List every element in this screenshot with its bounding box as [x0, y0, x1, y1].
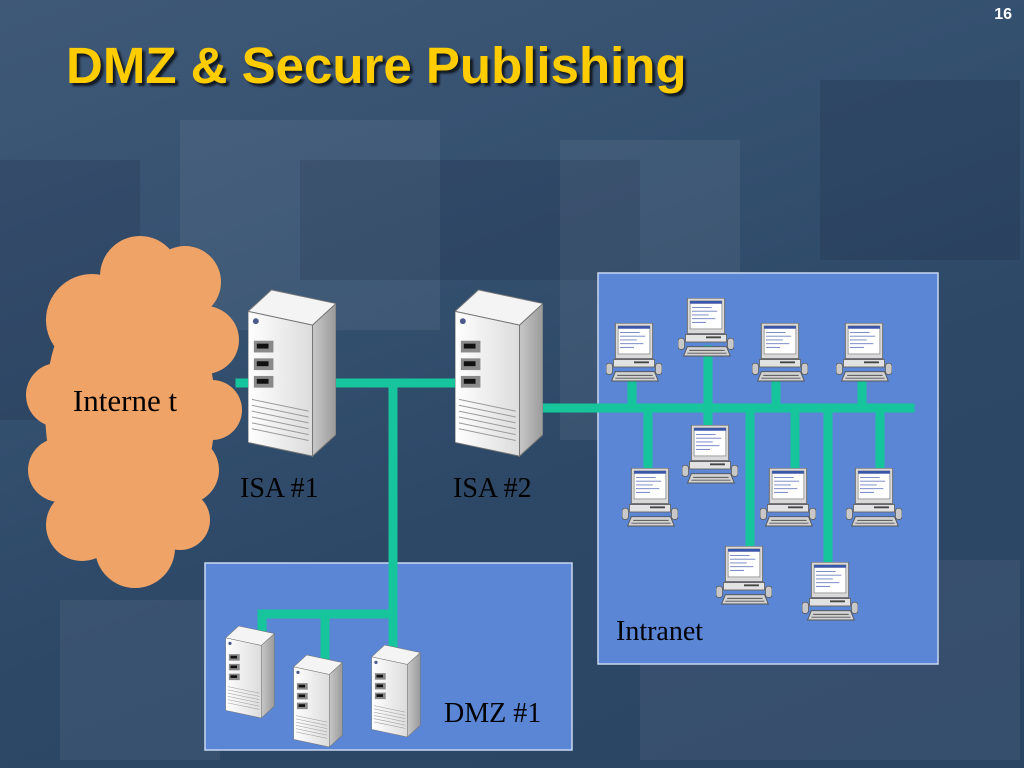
dmz-label: DMZ #1	[444, 698, 542, 729]
internet-label: Interne t	[72, 383, 178, 418]
tower-server-icon	[371, 645, 421, 737]
isa2-label: ISA #2	[453, 473, 532, 504]
tower-server-icon	[248, 289, 336, 457]
isa1-label: ISA #1	[240, 473, 319, 504]
intranet-label: Intranet	[616, 616, 704, 647]
tower-server-icon	[225, 626, 275, 718]
slide-title: DMZ & Secure Publishing	[66, 37, 687, 94]
slide-number: 16	[994, 6, 1012, 23]
network-links	[235, 345, 915, 665]
tower-server-icon	[293, 655, 343, 747]
tower-server-icon	[455, 289, 543, 457]
cloud-icon	[26, 236, 242, 588]
